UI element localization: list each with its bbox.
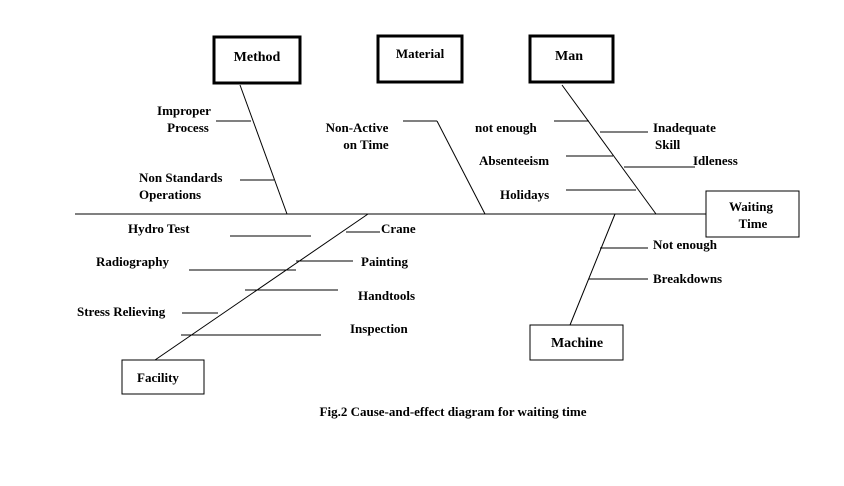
cause-painting: Painting	[361, 254, 408, 269]
facility-bone	[154, 213, 369, 361]
cause-machine-not-enough: Not enough	[653, 237, 718, 252]
facility-category-label: Facility	[137, 370, 179, 385]
method-category-label: Method	[234, 50, 281, 65]
cause-improper-line1: Improper	[157, 103, 211, 118]
cause-radiography: Radiography	[96, 254, 169, 269]
machine-category-box	[529, 324, 624, 361]
cause-holidays: Holidays	[500, 187, 549, 202]
effect-label-line1: Waiting	[729, 199, 774, 214]
material-category-box	[376, 34, 464, 84]
cause-nonactive-line2: on Time	[343, 137, 389, 152]
cause-breakdowns: Breakdowns	[653, 271, 722, 286]
method-bone	[239, 84, 288, 215]
man-category-box	[528, 34, 615, 84]
cause-inspection: Inspection	[350, 321, 409, 336]
man-category-label: Man	[555, 49, 583, 64]
machine-bone	[569, 213, 616, 326]
cause-inadequate-line2: Skill	[655, 137, 681, 152]
cause-nonstandard-line2: Operations	[139, 187, 201, 202]
cause-crane: Crane	[381, 221, 416, 236]
cause-nonstandard-line1: Non Standards	[139, 170, 222, 185]
facility-category-box	[121, 359, 205, 395]
cause-inadequate-line1: Inadequate	[653, 120, 716, 135]
figure-caption: Fig.2 Cause-and-effect diagram for waiti…	[320, 404, 587, 419]
man-bone	[561, 84, 657, 215]
effect-box	[705, 190, 800, 238]
cause-absenteeism: Absenteeism	[479, 153, 549, 168]
cause-idleness: Idleness	[693, 153, 738, 168]
machine-category-label: Machine	[551, 336, 603, 351]
cause-stress-relieving: Stress Relieving	[77, 304, 166, 319]
effect-label-line2: Time	[739, 216, 768, 231]
method-category-box	[212, 35, 302, 85]
cause-improper-line2: Process	[167, 120, 209, 135]
cause-man-not-enough: not enough	[475, 120, 538, 135]
material-bone	[436, 120, 486, 215]
cause-handtools: Handtools	[358, 288, 415, 303]
cause-hydro-test: Hydro Test	[128, 221, 190, 236]
cause-nonactive-line1: Non-Active	[326, 120, 389, 135]
material-category-label: Material	[396, 46, 445, 61]
